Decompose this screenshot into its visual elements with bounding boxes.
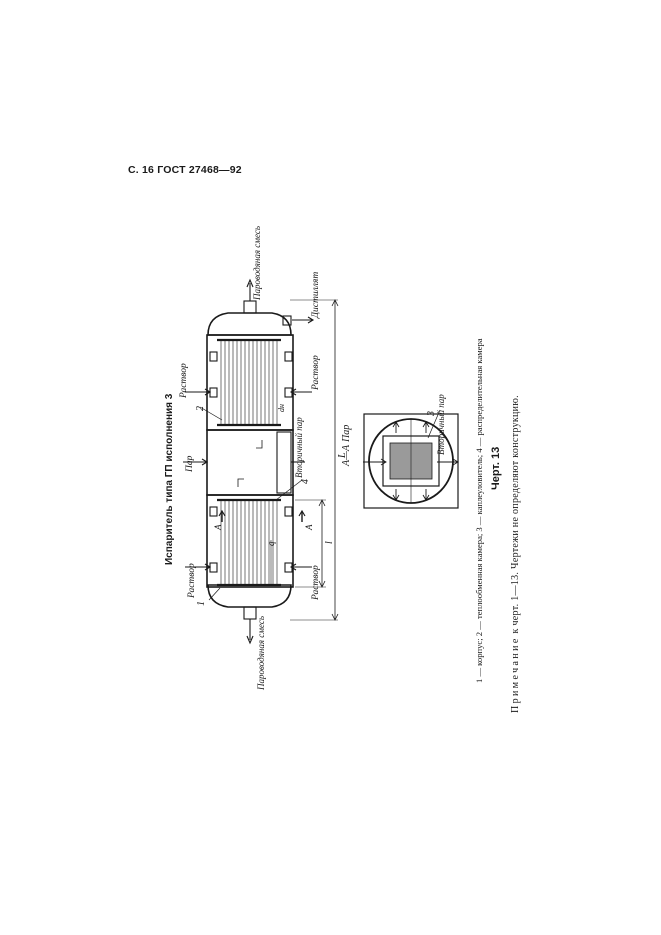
label-solution-bl: Раствор bbox=[311, 565, 321, 601]
nozzle-a-bottom bbox=[284, 506, 293, 517]
nozzle-solution-br-2 bbox=[284, 351, 293, 362]
left-tube-section bbox=[206, 494, 294, 588]
right-tube-bundle bbox=[220, 340, 278, 425]
label-vapor-left: Пароводяная смесь bbox=[256, 616, 266, 691]
label-solution-tr: Раствор bbox=[179, 363, 189, 399]
central-chamber bbox=[206, 429, 294, 496]
note-text: к черт. 1—13. Чертежи не определяют конс… bbox=[510, 395, 521, 634]
nozzle-a-top bbox=[209, 506, 218, 517]
central-chamber-nozzle bbox=[276, 431, 292, 494]
figure-legend: 1 — корпус; 2 — теплообменная камера; 3 … bbox=[474, 338, 484, 683]
note: Примечание к черт. 1—13. Чертежи не опре… bbox=[510, 395, 521, 713]
label-section-a-top: А bbox=[213, 524, 223, 531]
label-section-steam: Пар bbox=[341, 425, 352, 443]
left-tube-bundle bbox=[220, 500, 278, 585]
label-dim-q: q bbox=[266, 541, 276, 546]
label-section-title: А—А bbox=[341, 444, 352, 467]
label-section-a-bottom: А bbox=[304, 524, 314, 531]
label-dim-dn: dн bbox=[277, 404, 286, 412]
label-section-secondary: Вторичный пар bbox=[436, 394, 446, 455]
right-tube-section bbox=[206, 334, 294, 431]
nozzle-solution-tr-1 bbox=[209, 387, 218, 398]
nozzle-distillate bbox=[282, 315, 292, 326]
right-end-cap bbox=[207, 312, 292, 336]
label-dim-L: L bbox=[337, 452, 348, 459]
label-secondary-steam: Вторичный пар bbox=[294, 417, 304, 478]
label-pos-2: 2 bbox=[195, 406, 206, 411]
section-a-a-view bbox=[363, 409, 459, 509]
left-end-cap bbox=[207, 584, 292, 608]
label-pos-3: 3 bbox=[426, 411, 437, 417]
outlet-right bbox=[243, 300, 257, 314]
nozzle-solution-tr-2 bbox=[209, 351, 218, 362]
nozzle-solution-tl bbox=[209, 562, 218, 573]
label-solution-tl: Раствор bbox=[187, 563, 197, 599]
label-pos-1: 1 bbox=[196, 601, 207, 606]
label-pos-4: 4 bbox=[300, 479, 311, 484]
label-steam: Пар bbox=[185, 455, 195, 473]
label-dim-l: l bbox=[324, 541, 335, 544]
label-vapor-right: Пароводяная смесь bbox=[252, 226, 262, 301]
figure-title: Испаритель типа ГП исполнения 3 bbox=[164, 393, 175, 565]
note-prefix: Примечание bbox=[510, 636, 521, 713]
outlet-left bbox=[243, 606, 257, 620]
label-solution-br: Раствор bbox=[311, 355, 321, 391]
page-header: С. 16 ГОСТ 27468—92 bbox=[128, 164, 242, 176]
label-distillate: Дистиллят bbox=[311, 272, 321, 319]
figure-number: Черт. 13 bbox=[490, 446, 502, 490]
